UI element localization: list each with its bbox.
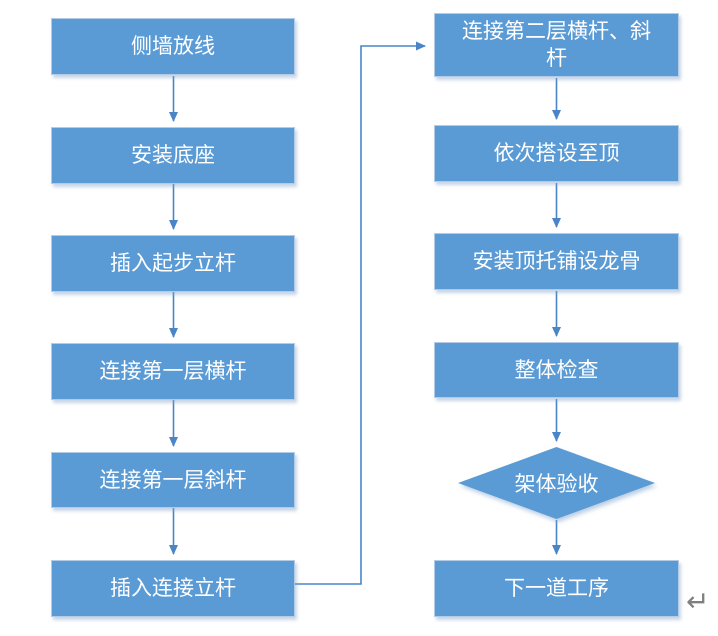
node-install-top-bracket-keel[interactable]: 安装顶托铺设龙骨 <box>434 233 679 290</box>
node-connect-first-layer-ledger[interactable]: 连接第一层横杆 <box>51 343 295 400</box>
node-erect-to-top[interactable]: 依次搭设至顶 <box>434 125 679 182</box>
node-label: 架体验收 <box>514 472 599 496</box>
node-label: 连接第一层横杆 <box>99 359 247 383</box>
node-label: 安装顶托铺设龙骨 <box>472 249 641 273</box>
node-frame-acceptance-diamond[interactable]: 架体验收 <box>458 447 655 519</box>
node-insert-connecting-pole[interactable]: 插入连接立杆 <box>51 560 295 617</box>
node-label: 插入连接立杆 <box>110 576 236 600</box>
node-connect-first-layer-diagonal[interactable]: 连接第一层斜杆 <box>51 452 295 508</box>
node-label: 插入起步立杆 <box>110 251 236 275</box>
node-label: 整体检查 <box>514 357 599 382</box>
node-overall-inspection[interactable]: 整体检查 <box>434 342 679 398</box>
elbow-connector <box>295 41 426 585</box>
node-connect-second-layer[interactable]: 连接第二层横杆、斜杆 <box>434 13 679 77</box>
node-label: 侧墙放线 <box>131 34 215 58</box>
node-label: 安装底座 <box>131 143 215 167</box>
node-sidewall-layout[interactable]: 侧墙放线 <box>51 18 295 75</box>
node-label: 连接第二层横杆、斜杆 <box>462 19 651 70</box>
return-mark-icon: ↵ <box>686 585 710 618</box>
node-insert-starter-pole[interactable]: 插入起步立杆 <box>51 235 295 292</box>
node-label: 依次搭设至顶 <box>493 141 620 165</box>
node-install-base[interactable]: 安装底座 <box>51 127 295 184</box>
diamond-shape: 架体验收 <box>458 447 655 519</box>
node-label: 连接第一层斜杆 <box>99 467 247 492</box>
node-label: 下一道工序 <box>504 576 609 600</box>
node-next-process[interactable]: 下一道工序 <box>434 560 679 617</box>
